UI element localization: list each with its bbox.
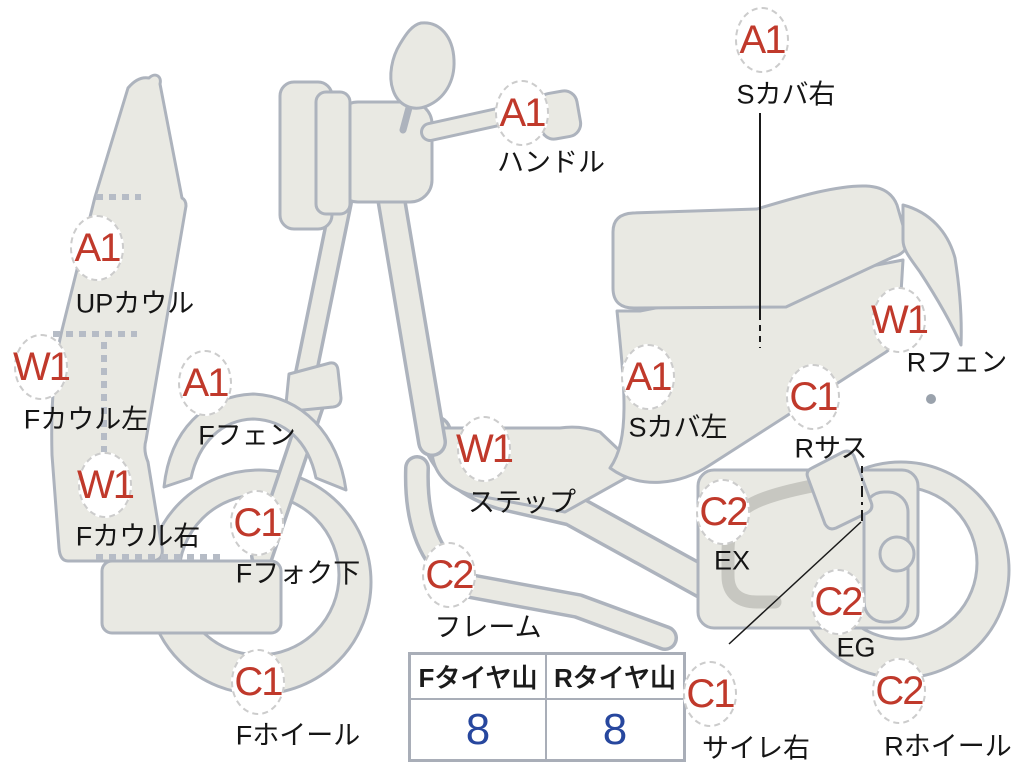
marker-frame: C2 bbox=[422, 542, 476, 608]
marker-label-front-cowl-left: Fカウル左 bbox=[23, 404, 149, 435]
marker-label-rear-suspension: Rサス bbox=[794, 433, 868, 464]
marker-exhaust: C2 bbox=[696, 479, 750, 545]
marker-label-front-fork-lower: Fフォク下 bbox=[235, 558, 361, 589]
marker-label-handlebar: ハンドル bbox=[497, 147, 605, 178]
marker-label-silencer-right: サイレ右 bbox=[702, 733, 810, 764]
rear-tire-tread-header: Rタイヤ山 bbox=[547, 655, 683, 700]
marker-rear-suspension: C1 bbox=[786, 364, 840, 430]
rear-tire-tread-value: 8 bbox=[602, 704, 628, 754]
front-tire-tread-header: Fタイヤ山 bbox=[411, 655, 547, 700]
marker-front-fender: A1 bbox=[178, 350, 232, 416]
panel-seam-lines bbox=[53, 194, 225, 560]
marker-label-engine: EG bbox=[836, 632, 876, 663]
marker-label-rear-fender: Rフェン bbox=[906, 347, 1008, 378]
mirror-shape bbox=[389, 21, 456, 134]
marker-label-upper-cowl: UPカウル bbox=[75, 288, 195, 319]
marker-silencer-right: C1 bbox=[683, 661, 737, 727]
marker-label-exhaust: EX bbox=[713, 545, 751, 576]
marker-label-rear-wheel: Rホイール bbox=[884, 731, 1012, 762]
marker-step: W1 bbox=[456, 416, 514, 482]
swing-arm-shape bbox=[862, 490, 916, 624]
leg-shield-shape bbox=[100, 559, 283, 635]
front-fork-upper-shape bbox=[284, 190, 353, 413]
marker-label-front-wheel: Fホイール bbox=[235, 720, 361, 751]
marker-label-front-fender: Fフェン bbox=[198, 420, 296, 451]
rear-fender-shape bbox=[901, 203, 963, 347]
marker-side-cover-left: A1 bbox=[621, 344, 675, 410]
tire-tread-table: Fタイヤ山 Rタイヤ山 8 8 bbox=[408, 652, 686, 762]
silencer-pointer-line bbox=[728, 466, 863, 645]
marker-label-front-cowl-right: Fカウル右 bbox=[75, 521, 201, 552]
marker-label-frame: フレーム bbox=[434, 612, 542, 643]
marker-front-cowl-right: W1 bbox=[77, 452, 135, 518]
marker-label-side-cover-right: Sカバ右 bbox=[736, 79, 836, 110]
rear-suspension-shape bbox=[805, 449, 874, 531]
down-tube-shape bbox=[376, 183, 447, 457]
marker-label-side-cover-left: Sカバ左 bbox=[628, 412, 728, 443]
headlight-shape bbox=[278, 80, 434, 231]
marker-upper-cowl: A1 bbox=[70, 215, 124, 281]
marker-front-wheel: C1 bbox=[231, 649, 285, 715]
marker-front-cowl-left: W1 bbox=[13, 334, 71, 400]
marker-engine: C2 bbox=[811, 569, 865, 635]
marker-handlebar: A1 bbox=[495, 80, 549, 146]
marker-side-cover-right: A1 bbox=[735, 7, 789, 73]
marker-label-step: ステップ bbox=[468, 487, 576, 518]
bolt-dot bbox=[926, 394, 936, 404]
marker-rear-fender: W1 bbox=[871, 287, 929, 353]
marker-front-fork-lower: C1 bbox=[230, 490, 284, 556]
front-tire-tread-value: 8 bbox=[411, 700, 547, 759]
marker-rear-wheel: C2 bbox=[872, 658, 926, 724]
